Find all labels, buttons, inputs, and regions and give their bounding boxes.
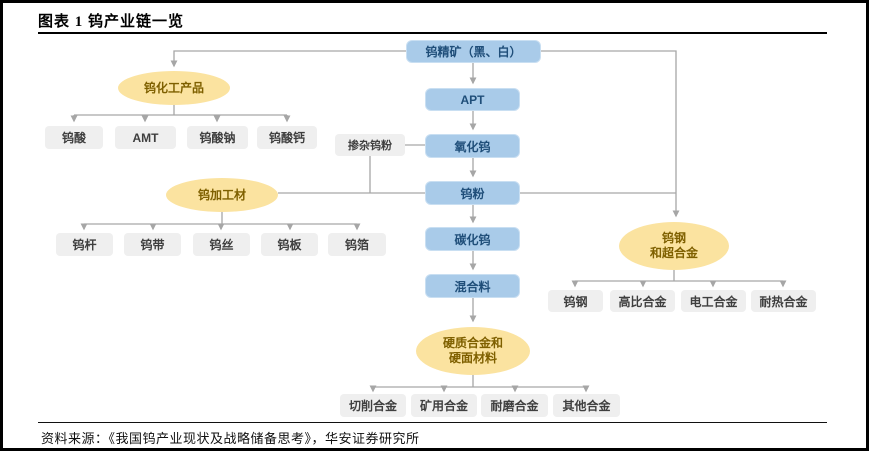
- node-wear-resistant-alloy: 耐磨合金: [481, 394, 548, 417]
- node-tungsten-steel: 钨钢: [548, 290, 603, 312]
- node-apt: APT: [425, 88, 520, 111]
- node-amt: AMT: [115, 126, 176, 149]
- node-mining-alloy: 矿用合金: [411, 394, 477, 417]
- node-tungsten-wire: 钨丝: [193, 233, 250, 256]
- ellipse-carbide-hardface-line1: 硬质合金和: [442, 336, 503, 350]
- node-tungstic-acid: 钨酸: [45, 126, 103, 149]
- node-high-density-alloy: 高比合金: [610, 290, 675, 312]
- node-doped-tungsten-powder: 掺杂钨粉: [335, 134, 405, 156]
- node-tungsten-powder: 钨粉: [425, 181, 520, 205]
- node-mixture: 混合料: [425, 274, 520, 298]
- node-tungsten-concentrate: 钨精矿（黑、白）: [406, 40, 541, 63]
- ellipse-steel-superalloy-line2: 和超合金: [649, 246, 698, 260]
- footer-rule: [38, 422, 827, 423]
- node-tungsten-rod: 钨杆: [56, 233, 113, 256]
- node-tungsten-plate: 钨板: [261, 233, 318, 256]
- node-tungsten-strip: 钨带: [124, 233, 181, 256]
- node-electrical-alloy: 电工合金: [681, 290, 746, 312]
- ellipse-carbide-hardface: 硬质合金和 硬面材料: [416, 327, 530, 375]
- figure-title: 图表 1 钨产业链一览: [38, 14, 185, 30]
- ellipse-processed-materials: 钨加工材: [166, 178, 278, 212]
- source-note: 资料来源：《我国钨产业现状及战略储备思考》，华安证券研究所: [41, 431, 420, 446]
- node-tungsten-carbide: 碳化钨: [425, 227, 520, 251]
- ellipse-steel-superalloy-line1: 钨钢: [661, 231, 686, 245]
- node-heat-resistant-alloy: 耐热合金: [751, 290, 816, 312]
- ellipse-steel-superalloy: 钨钢 和超合金: [619, 222, 729, 270]
- ellipse-carbide-hardface-line2: 硬面材料: [448, 351, 497, 365]
- node-tungsten-oxide: 氧化钨: [425, 134, 520, 158]
- node-tungsten-foil: 钨箔: [328, 233, 386, 256]
- ellipse-chem-products: 钨化工产品: [118, 71, 230, 105]
- node-cutting-alloy: 切削合金: [340, 394, 406, 417]
- node-other-alloy: 其他合金: [553, 394, 620, 417]
- node-sodium-tungstate: 钨酸钠: [187, 126, 248, 149]
- node-calcium-tungstate: 钨酸钙: [257, 126, 317, 149]
- title-underline: [38, 32, 827, 34]
